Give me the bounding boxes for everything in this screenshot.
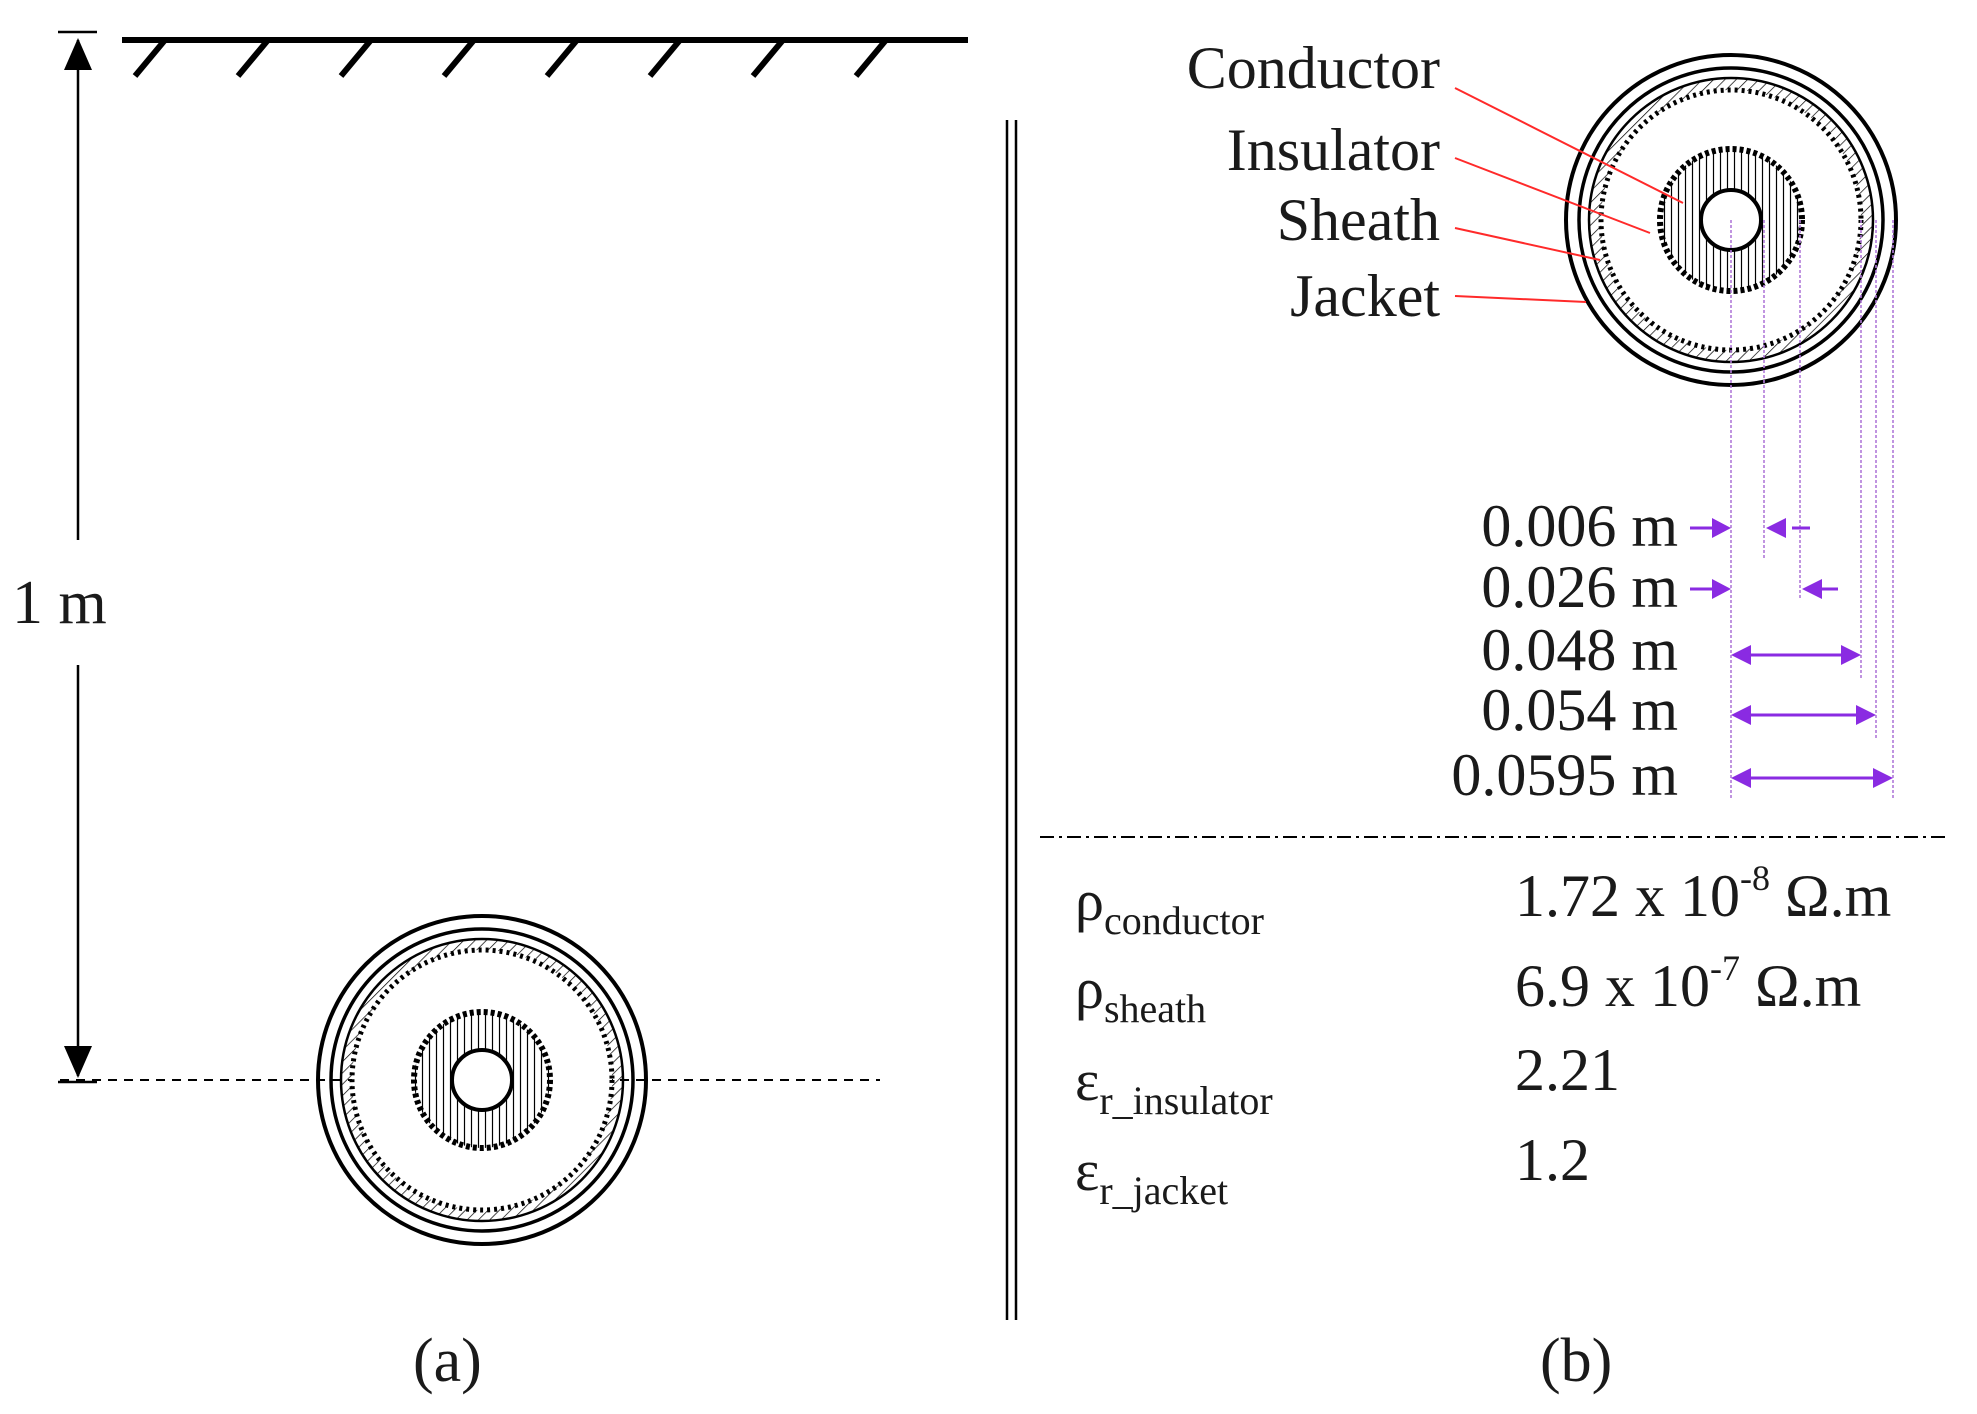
property-name-sheath-resistivity: ρsheath [1075,956,1207,1031]
dimension-arrows [1690,518,1893,788]
part-label-jacket: Jacket [1290,263,1440,329]
property-value-jacket-permittivity: 1.2 [1515,1127,1590,1193]
caption-b: (b) [1540,1327,1613,1395]
leader-jacket [1454,295,1587,303]
depth-label: 1 m [12,569,107,637]
projection-lines [1730,220,1894,800]
property-name-jacket-permittivity: εr_jacket [1075,1138,1229,1213]
part-leader-lines [1454,87,1684,303]
depth-dimension [58,30,97,1084]
leader-conductor [1454,87,1684,204]
property-name-insulator-permittivity: εr_insulator [1075,1048,1273,1123]
dimension-label: 0.048 m [1481,617,1678,683]
leader-insulator [1454,157,1651,234]
property-value-conductor-resistivity: 1.72 x 10-8 Ω.m [1515,858,1892,929]
part-label-insulator: Insulator [1226,117,1440,183]
property-value-sheath-resistivity: 6.9 x 10-7 Ω.m [1515,948,1862,1019]
dimension-label: 0.054 m [1481,677,1678,743]
dimension-label: 0.0595 m [1451,742,1678,808]
panel-b [1040,53,1950,838]
part-label-conductor: Conductor [1186,35,1440,101]
property-value-insulator-permittivity: 2.21 [1515,1037,1620,1103]
cable-cross-section-a [316,914,648,1246]
caption-a: (a) [413,1327,482,1395]
property-name-conductor-resistivity: ρconductor [1075,868,1264,943]
dimension-label: 0.006 m [1481,493,1678,559]
dimension-label: 0.026 m [1481,554,1678,620]
ground-surface [122,37,968,78]
leader-sheath [1454,227,1601,261]
panel-a [58,30,968,1246]
part-label-sheath: Sheath [1276,187,1440,253]
panel-separator [1005,120,1018,1320]
